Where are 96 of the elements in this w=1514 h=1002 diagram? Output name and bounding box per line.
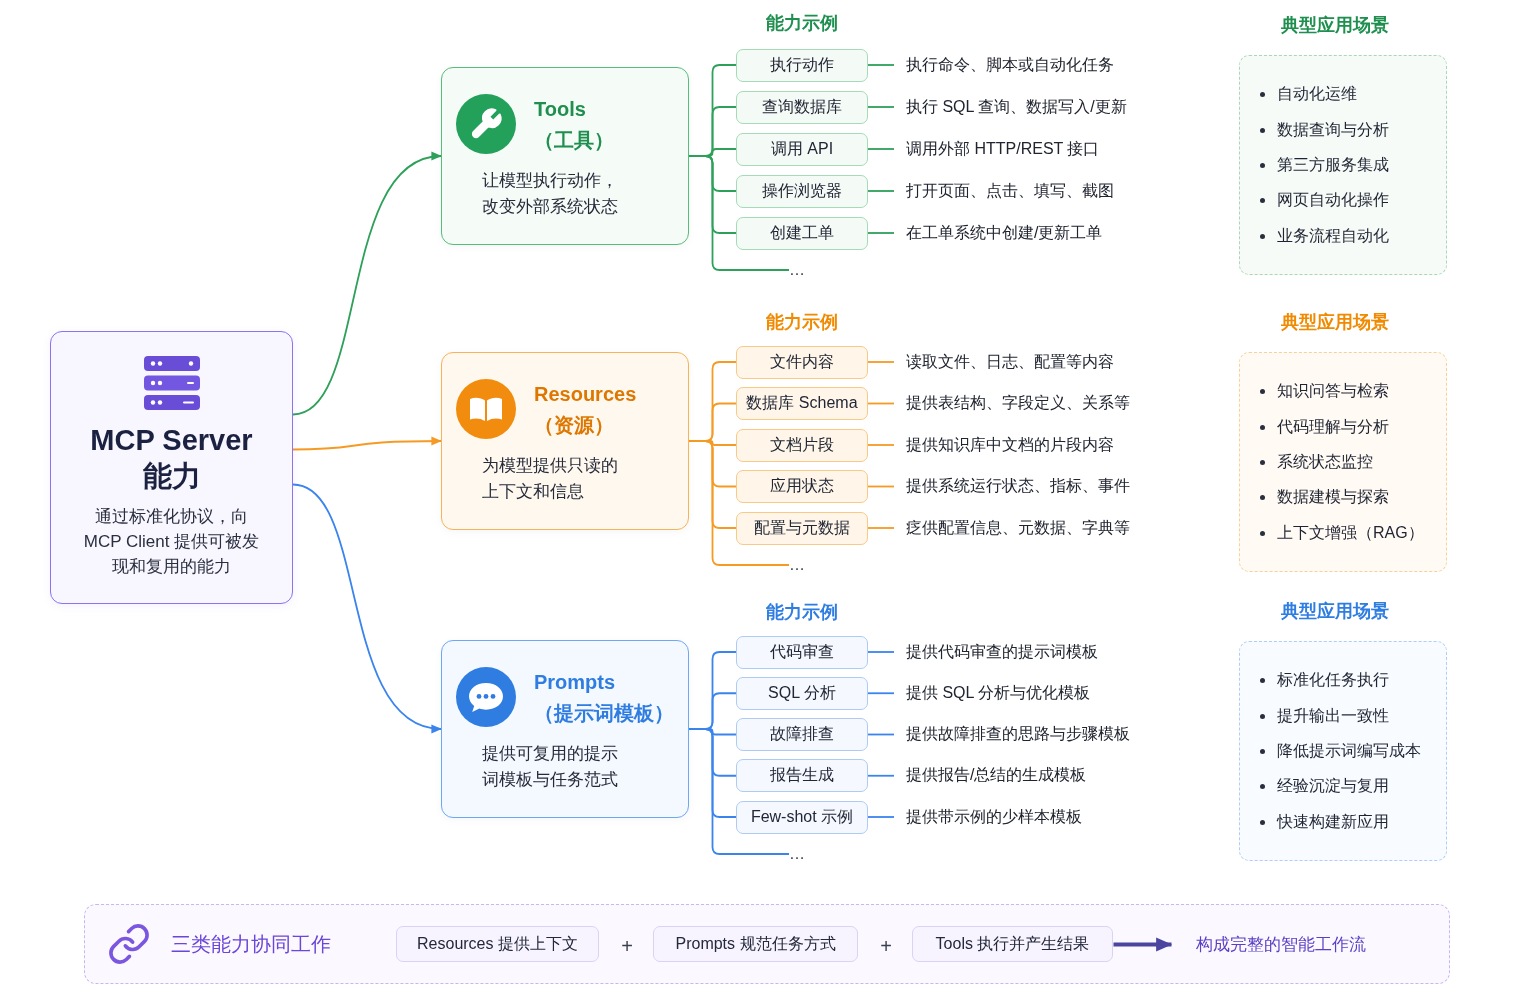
result-text: 构成完整的智能工作流 bbox=[1171, 926, 1381, 962]
list-item: 自动化运维 bbox=[1277, 84, 1357, 105]
list-item: 上下文增强（RAG） bbox=[1277, 522, 1424, 543]
description-text: 执行命令、脚本或自动化任务 bbox=[894, 48, 1114, 82]
ellipsis-text: … bbox=[789, 258, 805, 282]
connector-line bbox=[867, 733, 895, 736]
capability-card bbox=[441, 67, 689, 245]
example-tag: Few-shot 示例 bbox=[736, 800, 868, 834]
example-tag: 操作浏览器 bbox=[736, 174, 868, 208]
example-tag: 代码审查 bbox=[736, 635, 868, 669]
list-item: 标准化任务执行 bbox=[1277, 670, 1389, 691]
connector-arrow bbox=[292, 483, 442, 732]
summary-tag: Prompts 规范任务方式 bbox=[653, 926, 858, 962]
list-item: 业务流程自动化 bbox=[1277, 225, 1389, 246]
connector-line bbox=[867, 774, 895, 777]
ellipsis-text: … bbox=[789, 842, 805, 866]
description-text: 提供带示例的少样本模板 bbox=[894, 800, 1082, 834]
card-description: 让模型执行动作，改变外部系统状态 bbox=[482, 170, 619, 218]
description-text: 在工单系统中创建/更新工单 bbox=[894, 216, 1103, 250]
connector-line bbox=[867, 148, 895, 150]
example-tag: 执行动作 bbox=[736, 48, 868, 82]
connector-line bbox=[688, 155, 790, 271]
list-item: 降低提示词编写成本 bbox=[1277, 740, 1421, 761]
example-tag: 故障排查 bbox=[736, 718, 868, 751]
connector-line bbox=[867, 190, 895, 192]
description-text: 提供表结构、字段定义、关系等 bbox=[894, 387, 1130, 420]
description-text: 提供 SQL 分析与优化模板 bbox=[894, 676, 1091, 710]
description-text: 提供知识库中文档的片段内容 bbox=[894, 428, 1114, 462]
list-item: 网页自动化操作 bbox=[1277, 190, 1389, 211]
capability-card bbox=[441, 640, 689, 818]
connector-line bbox=[867, 444, 895, 446]
card-title: Resources（资源） bbox=[534, 382, 637, 438]
list-item: 知识问答与检索 bbox=[1277, 381, 1389, 402]
section-heading: 能力示例 bbox=[766, 601, 838, 624]
example-tag: 应用状态 bbox=[736, 470, 868, 503]
section-heading: 能力示例 bbox=[766, 12, 838, 35]
example-tag: 调用 API bbox=[736, 132, 868, 166]
connector-arrow bbox=[292, 153, 442, 416]
list-item: 经验沉淀与复用 bbox=[1277, 776, 1389, 797]
list-item: 提升输出一致性 bbox=[1277, 705, 1389, 726]
summary-tag: Resources 提供上下文 bbox=[396, 926, 599, 962]
card-description: 为模型提供只读的上下文和信息 bbox=[482, 455, 619, 503]
connector-line bbox=[867, 402, 895, 405]
list-item: 数据查询与分析 bbox=[1277, 119, 1389, 140]
description-text: 提供代码审查的提示词模板 bbox=[894, 635, 1098, 669]
ellipsis-text: … bbox=[789, 553, 805, 577]
section-heading: 典型应用场景 bbox=[1280, 600, 1389, 623]
example-tag: SQL 分析 bbox=[736, 676, 868, 710]
connector-line bbox=[867, 692, 895, 695]
section-heading: 典型应用场景 bbox=[1280, 14, 1389, 37]
card-title: MCP Server 能力 bbox=[89, 423, 254, 494]
summary-bar bbox=[84, 904, 1450, 984]
connector-line bbox=[867, 361, 895, 363]
description-text: 提供系统运行状态、指标、事件 bbox=[894, 470, 1130, 503]
list-item: 系统状态监控 bbox=[1277, 451, 1373, 472]
description-text: 读取文件、日志、配置等内容 bbox=[894, 345, 1114, 379]
connector-arrow bbox=[1113, 937, 1173, 952]
plus-sign: + bbox=[880, 934, 892, 958]
server-card bbox=[50, 331, 293, 604]
list-item: 第三方服务集成 bbox=[1277, 154, 1389, 175]
example-tag: 文档片段 bbox=[736, 428, 868, 462]
card-description: 通过标准化协议，向 MCP Client 提供可被发现和复用的能力 bbox=[82, 506, 261, 578]
summary-tag: Tools 执行并产生结果 bbox=[912, 926, 1113, 962]
section-heading: 典型应用场景 bbox=[1280, 311, 1389, 334]
summary-title: 三类能力协同工作 bbox=[171, 931, 331, 957]
list-item: 数据建模与探索 bbox=[1277, 487, 1389, 508]
example-tag: 文件内容 bbox=[736, 345, 868, 379]
description-text: 打开页面、点击、填写、截图 bbox=[894, 174, 1114, 208]
description-text: 提供故障排查的思路与步骤模板 bbox=[894, 718, 1130, 751]
list-item: 代码理解与分析 bbox=[1277, 416, 1389, 437]
connector-line bbox=[867, 106, 895, 108]
card-title: Prompts（提示词模板） bbox=[534, 670, 674, 726]
connector-arrow bbox=[292, 436, 442, 451]
connector-line bbox=[867, 64, 895, 66]
description-text: 提供报告/总结的生成模板 bbox=[894, 759, 1087, 793]
example-tag: 报告生成 bbox=[736, 759, 868, 793]
connector-line bbox=[867, 816, 895, 818]
connector-line bbox=[867, 651, 895, 653]
card-title: Tools（工具） bbox=[534, 97, 614, 153]
list-item: 快速构建新应用 bbox=[1277, 811, 1389, 832]
example-tag: 数据库 Schema bbox=[736, 387, 868, 420]
description-text: 执行 SQL 查询、数据写入/更新 bbox=[894, 90, 1127, 124]
connector-line bbox=[867, 232, 895, 234]
description-text: 调用外部 HTTP/REST 接口 bbox=[894, 132, 1100, 166]
card-description: 提供可复用的提示词模板与任务范式 bbox=[482, 743, 619, 791]
example-tag: 配置与元数据 bbox=[736, 511, 868, 545]
connector-line bbox=[688, 728, 790, 855]
capability-card bbox=[441, 352, 689, 530]
connector-line bbox=[688, 440, 790, 566]
example-tag: 查询数据库 bbox=[736, 90, 868, 124]
section-heading: 能力示例 bbox=[766, 311, 838, 334]
connector-line bbox=[867, 485, 895, 488]
description-text: 疺供配置信息、元数据、字典等 bbox=[894, 511, 1130, 545]
plus-sign: + bbox=[621, 934, 633, 958]
example-tag: 创建工单 bbox=[736, 216, 868, 250]
connector-line bbox=[867, 527, 895, 529]
